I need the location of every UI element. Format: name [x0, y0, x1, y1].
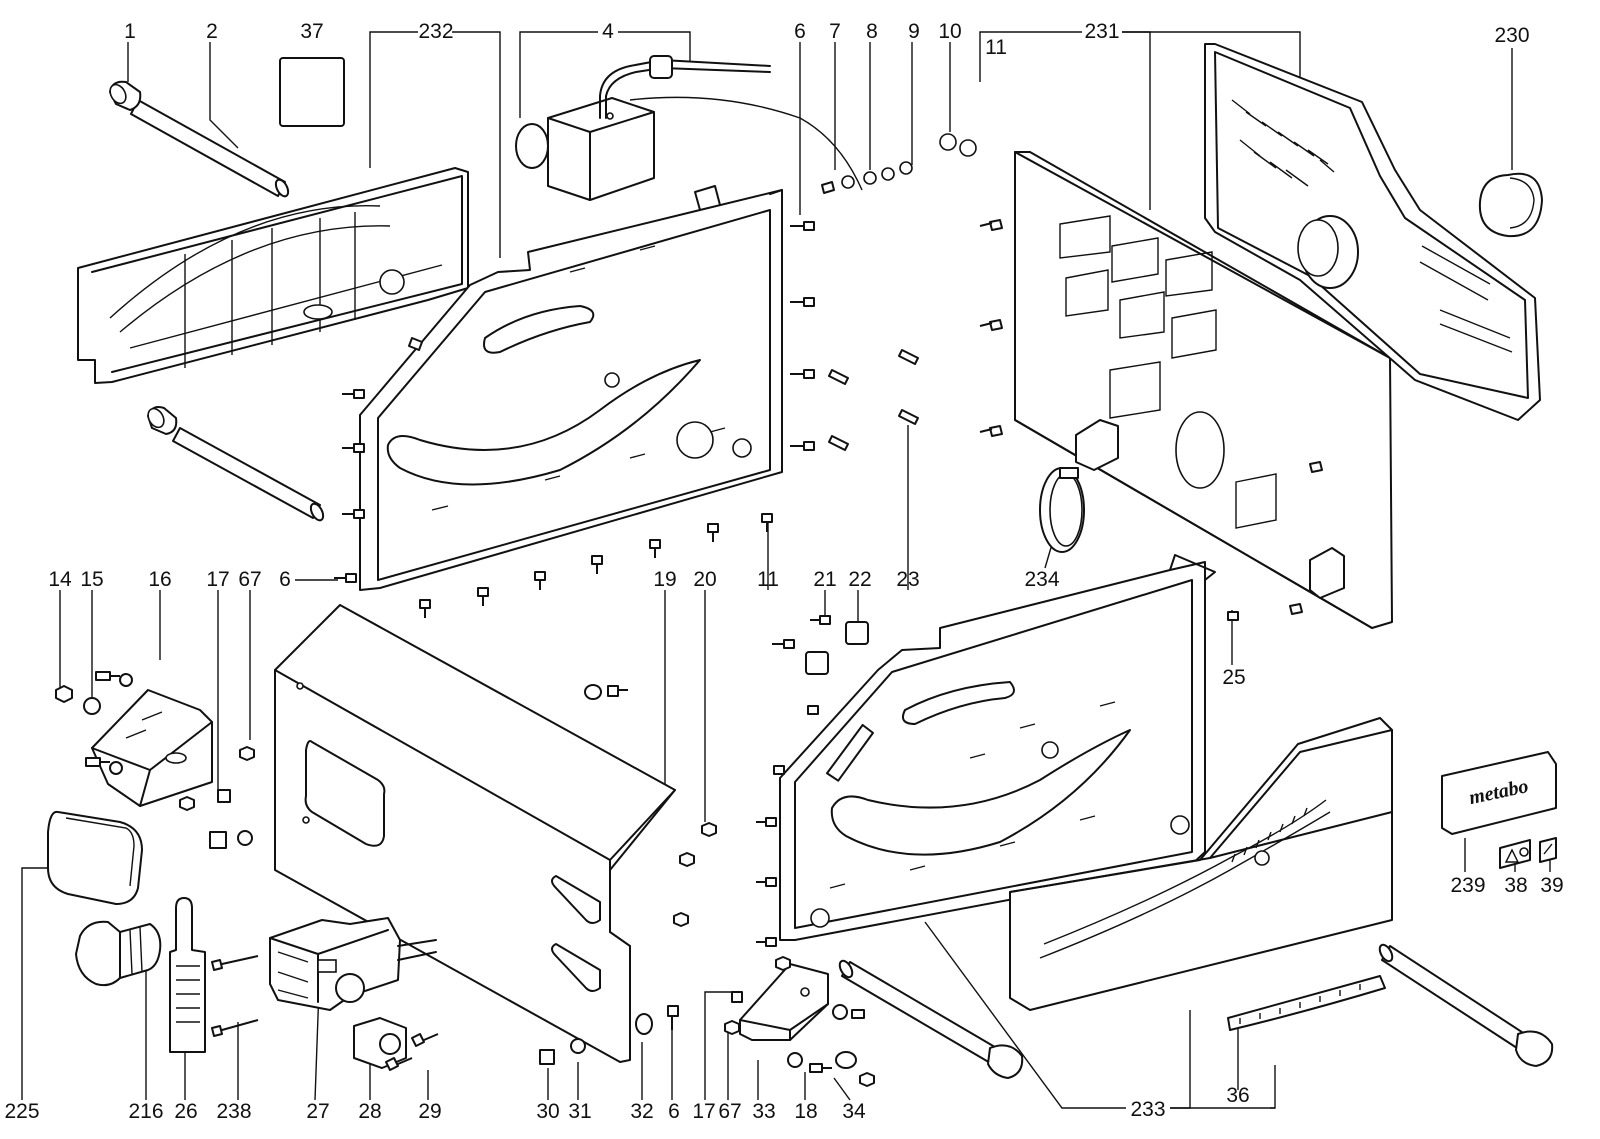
callout: 20	[693, 568, 716, 591]
callout: 38	[1504, 874, 1527, 897]
front-cover	[274, 604, 676, 1063]
callout: 25	[1222, 666, 1245, 689]
callout: 239	[1450, 874, 1485, 897]
tube-lower	[172, 427, 325, 522]
callout: 29	[418, 1100, 441, 1123]
callout: 14	[48, 568, 72, 591]
callout: 18	[794, 1100, 817, 1123]
angle-panel	[1009, 717, 1393, 1011]
callout: 10	[938, 20, 961, 43]
switch-27	[269, 917, 437, 1011]
callout: 34	[842, 1100, 866, 1123]
callout: 233	[1130, 1098, 1165, 1121]
screws-right-panel	[756, 611, 1239, 947]
side-panel-left	[359, 185, 783, 591]
callout: 4	[602, 20, 614, 43]
callout: 21	[813, 568, 836, 591]
callout: 11	[985, 36, 1007, 59]
end-cap-upper	[109, 80, 142, 111]
callout: 6	[794, 20, 806, 43]
callout: 67	[238, 568, 261, 591]
small-screws-29	[385, 1033, 439, 1071]
callout: 23	[896, 568, 919, 591]
label-plate-37	[279, 57, 345, 127]
callout: 6	[279, 568, 291, 591]
hose-clamp	[1039, 467, 1085, 553]
callout: 26	[174, 1100, 197, 1123]
callout: 30	[536, 1100, 559, 1123]
callout: 36	[1226, 1084, 1249, 1107]
hardware-center-bottom	[539, 684, 717, 1065]
switch-cap	[353, 1017, 407, 1069]
hardware-bracket	[724, 956, 875, 1087]
small-hardware-left	[55, 671, 255, 849]
tube-front-right	[1378, 943, 1554, 1067]
callout: 238	[216, 1100, 251, 1123]
callout: 28	[358, 1100, 381, 1123]
end-cap-lower	[147, 406, 178, 435]
callout: 17	[206, 568, 229, 591]
cable-tag	[169, 897, 206, 1053]
angle-scale	[1227, 975, 1386, 1031]
callout: 230	[1494, 24, 1529, 47]
callout: 33	[752, 1100, 775, 1123]
callout: 2	[206, 20, 218, 43]
callout: 37	[300, 20, 323, 43]
fastener-row	[821, 133, 977, 451]
tube-upper	[130, 99, 290, 198]
callout: 39	[1540, 874, 1563, 897]
callout: 31	[568, 1100, 591, 1123]
switch-box	[515, 55, 863, 201]
callout: 7	[829, 20, 841, 43]
callout: 32	[630, 1100, 653, 1123]
callout: 232	[418, 20, 453, 43]
brand-plate: metabo	[1441, 751, 1557, 835]
end-frame-right	[1204, 43, 1543, 421]
tube-front-left	[838, 959, 1024, 1079]
callout: 15	[80, 568, 103, 591]
callout: 19	[653, 568, 676, 591]
bracket-16	[91, 689, 213, 807]
leader-lines	[21, 31, 1551, 1109]
cover-225	[47, 810, 143, 905]
side-panel-right	[779, 554, 1216, 941]
callout-labels: 1 2 37 232 4 6 7 8 9 10 11 231 230 14 15…	[4, 20, 1563, 1123]
long-screws	[211, 955, 259, 1037]
callout: 9	[908, 20, 920, 43]
back-panel	[1014, 151, 1393, 629]
callout: 16	[148, 568, 171, 591]
callout: 27	[306, 1100, 329, 1123]
callout: 17	[692, 1100, 715, 1123]
plug-216	[75, 920, 162, 987]
callout: 8	[866, 20, 878, 43]
end-frame-left	[77, 167, 469, 384]
callout: 22	[848, 568, 871, 591]
callout: 231	[1084, 20, 1119, 43]
screws-left-panel	[334, 221, 815, 618]
callout: 11	[757, 568, 779, 591]
callout: 234	[1024, 568, 1059, 591]
callout: 225	[4, 1100, 39, 1123]
callout: 216	[128, 1100, 163, 1123]
callout: 1	[124, 20, 136, 43]
warning-label-38	[1499, 839, 1531, 869]
screws-back-panel	[979, 219, 1323, 615]
label-39	[1539, 837, 1557, 863]
bracket-33	[739, 963, 829, 1041]
callout: 67	[718, 1100, 741, 1123]
callout: 6	[668, 1100, 680, 1123]
